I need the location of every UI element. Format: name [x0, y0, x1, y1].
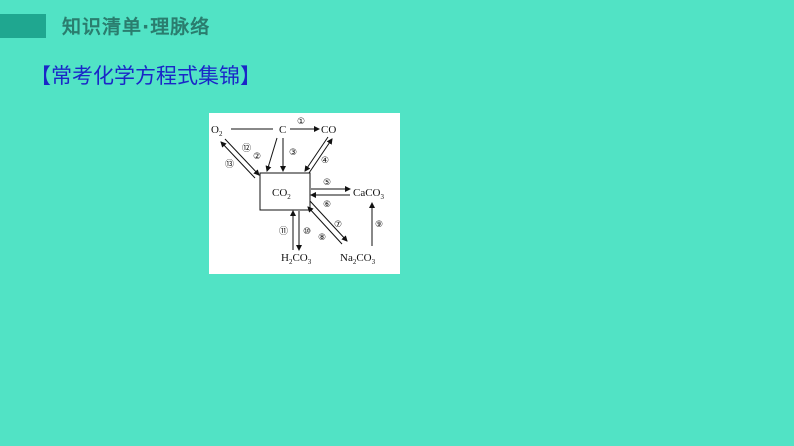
node-co2-box [259, 172, 311, 211]
label-r11: ⑪ [279, 226, 288, 237]
page-title: 知识清单·理脉络 [62, 16, 211, 38]
label-r9: ⑨ [375, 220, 383, 230]
node-c: C [279, 124, 286, 136]
arrow-r7 [309, 200, 348, 242]
label-r4: ④ [321, 156, 329, 166]
label-r12: ⑫ [242, 143, 251, 154]
node-h2co3: H2CO3 [281, 252, 312, 266]
node-na2co3: Na2CO3 [340, 252, 376, 266]
arrow-r8 [307, 206, 343, 245]
node-co: CO [321, 124, 336, 136]
label-r7: ⑦ [334, 220, 342, 230]
node-caco3: CaCO3 [353, 187, 385, 201]
arrow-r2 [265, 137, 278, 172]
label-r2: ② [253, 152, 261, 162]
label-r5: ⑤ [323, 178, 331, 188]
header-accent-bar [0, 14, 46, 38]
label-r8: ⑧ [318, 233, 326, 243]
label-r13: ⑬ [225, 159, 234, 170]
section-title: 【常考化学方程式集锦】 [30, 64, 261, 88]
arrow-r4-up [308, 138, 333, 174]
diagram-canvas: O2 C CO ① ③ ② ⑫ ⑬ ④ CO2 CaCO3 ⑤ ⑥ [211, 117, 385, 266]
node-o2: O2 [211, 124, 223, 138]
co2-relationship-diagram: O2 C CO ① ③ ② ⑫ ⑬ ④ CO2 CaCO3 ⑤ ⑥ [209, 113, 400, 274]
arrow-r4-down [304, 136, 329, 172]
node-co2: CO2 [272, 187, 291, 201]
arrow-r12 [224, 138, 260, 176]
arrow-r13 [220, 141, 256, 179]
label-r10: ⑩ [303, 227, 311, 237]
label-r3: ③ [289, 148, 297, 158]
label-r6: ⑥ [323, 200, 331, 210]
label-r1: ① [297, 117, 305, 127]
